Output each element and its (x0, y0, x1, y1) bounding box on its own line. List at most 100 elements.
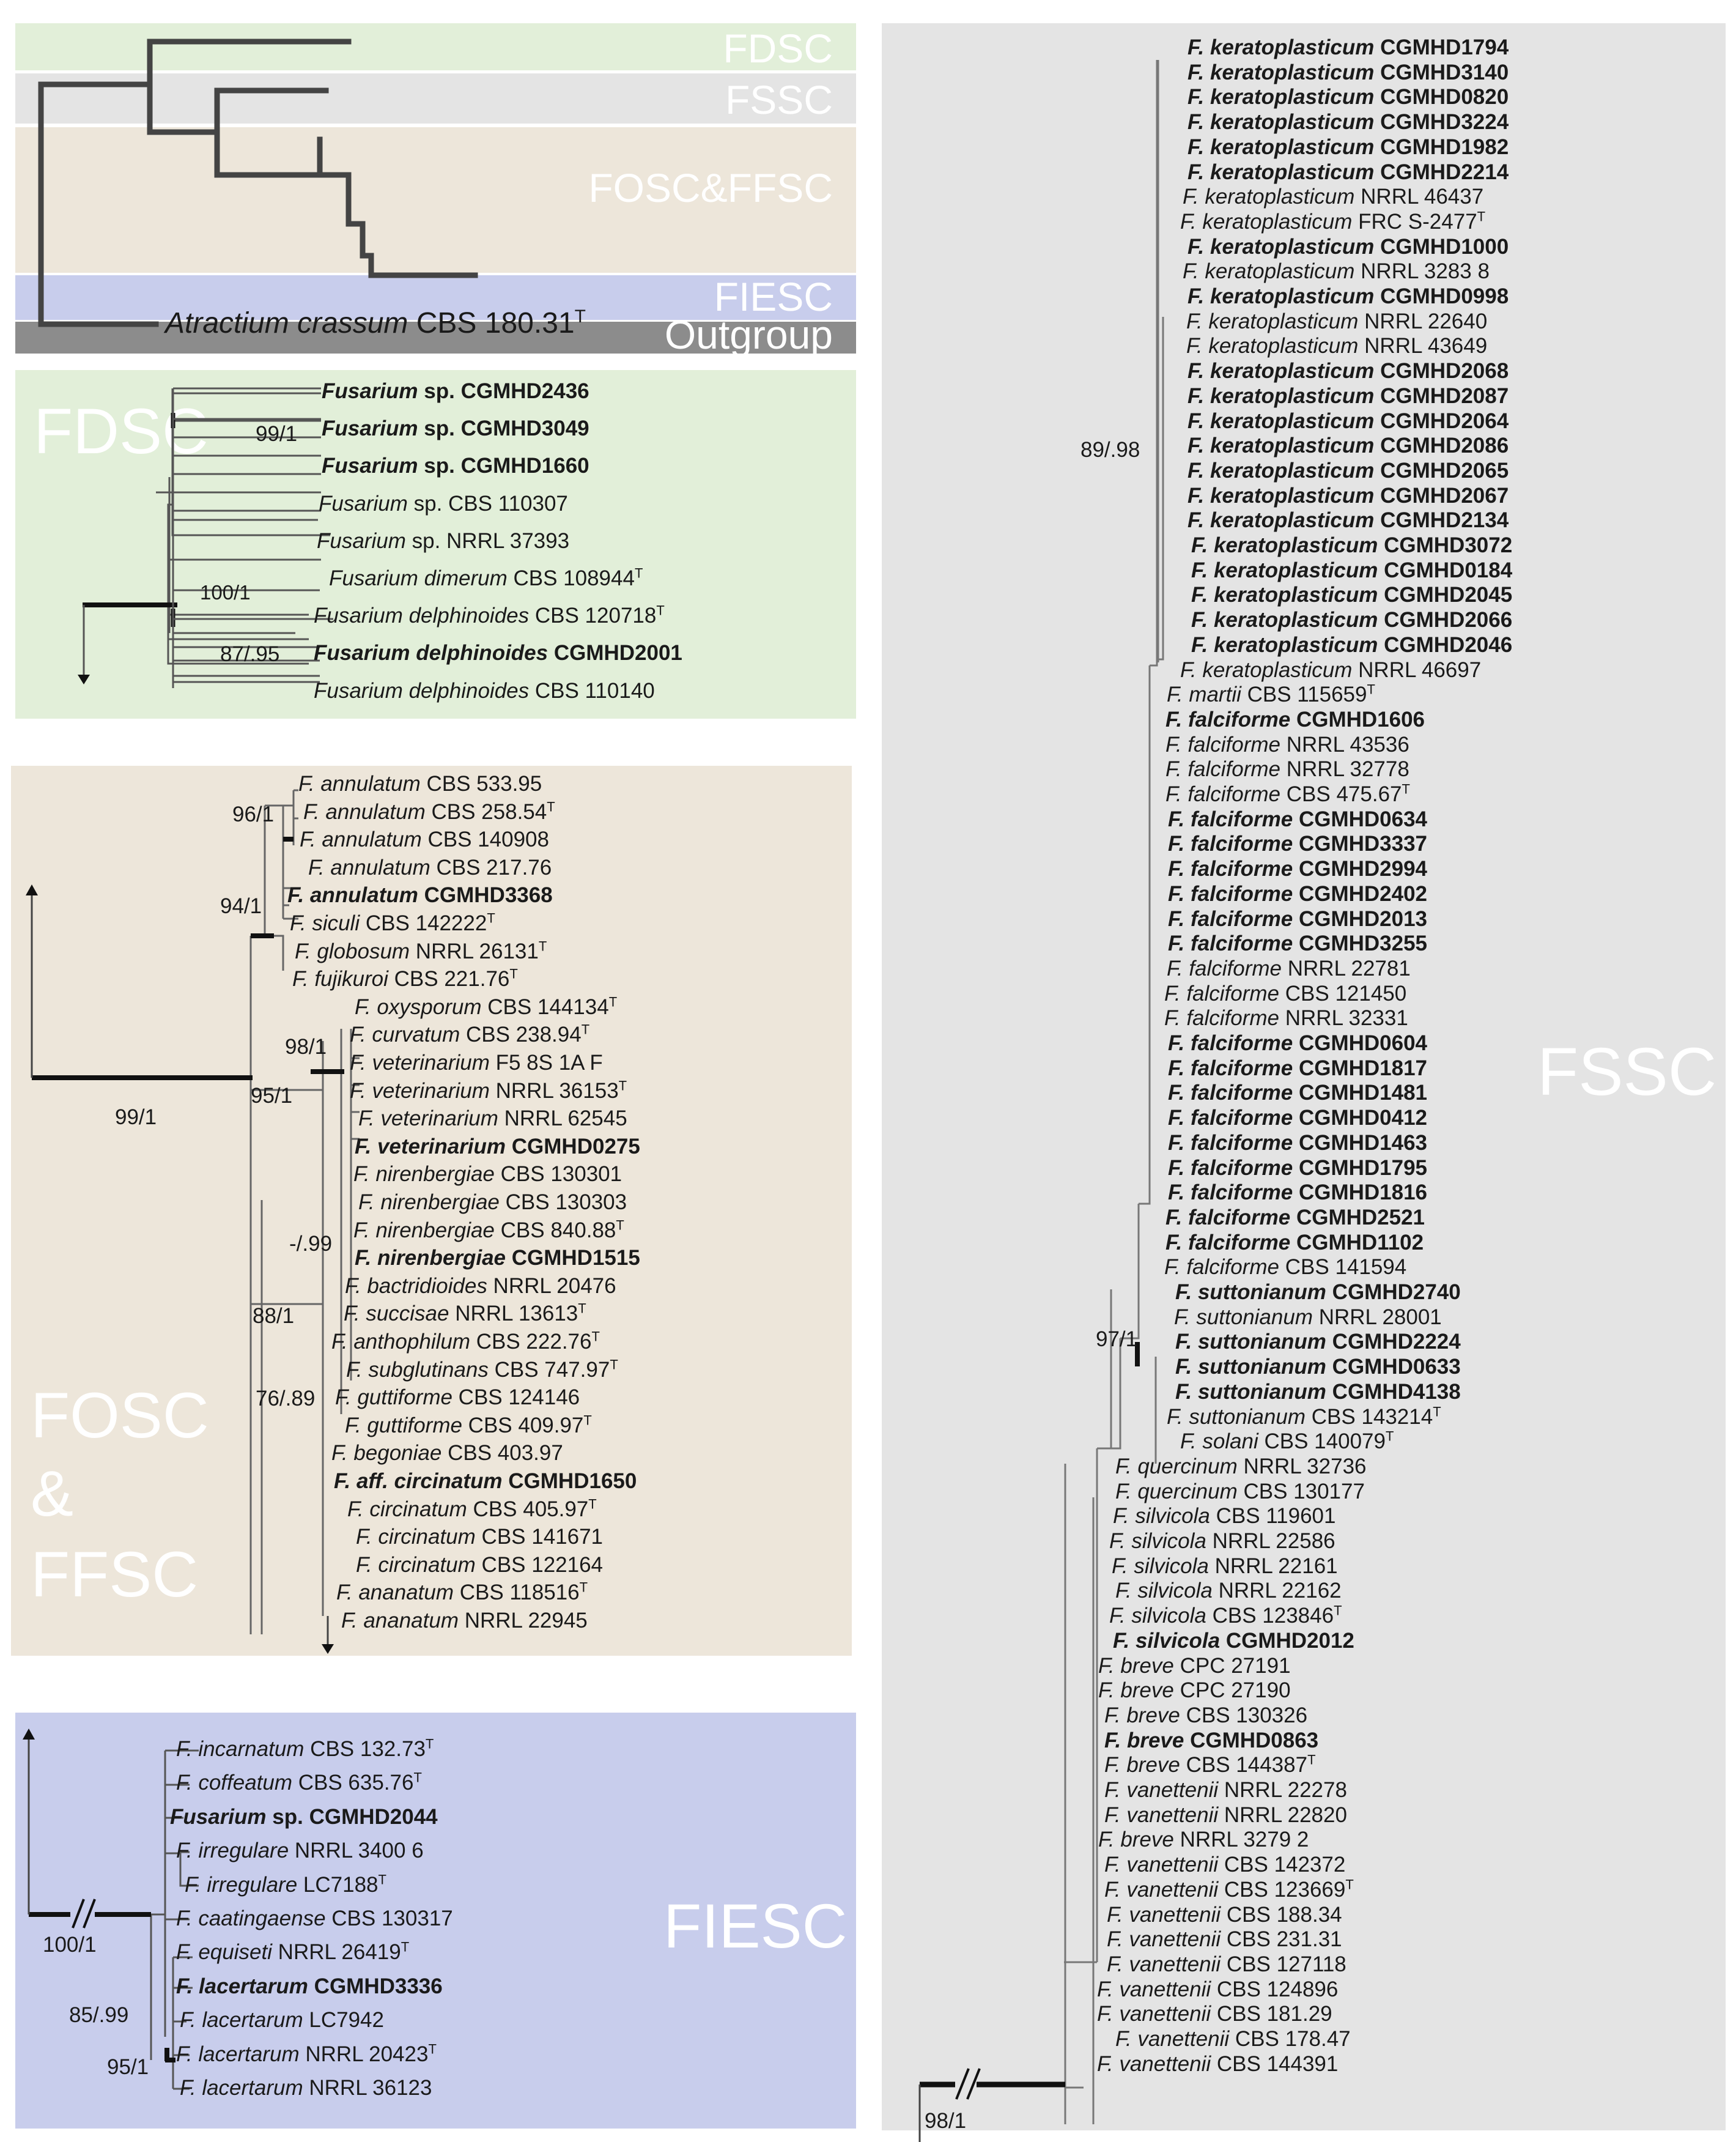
taxon-label: F. irregulare NRRL 3400 6 (176, 1839, 424, 1863)
taxon-label: Fusarium sp. CGMHD2044 (170, 1805, 438, 1829)
taxon-species: F. falciforme (1168, 807, 1293, 831)
taxon-species: F. guttiforme (335, 1385, 452, 1409)
taxon-species: F. equiseti (176, 1940, 272, 1964)
taxon-code: CGMHD3255 (1293, 932, 1428, 955)
taxon-code: CBS 533.95 (420, 772, 542, 796)
taxon-label: F. keratoplasticum CGMHD2064 (1187, 409, 1509, 434)
taxon-species: F. keratoplasticum (1187, 459, 1375, 483)
taxon-species: F. falciforme (1168, 832, 1293, 856)
taxon-label: F. suttonianum CGMHD4138 (1175, 1380, 1461, 1404)
taxon-label: Fusarium sp. CGMHD3049 (322, 417, 589, 441)
taxon-label: F. falciforme CGMHD1795 (1168, 1156, 1427, 1180)
overview-label-fdsc: FDSC (723, 26, 833, 71)
taxon-species: F. begoniae (331, 1441, 442, 1465)
taxon-code: CBS 143214 (1306, 1405, 1433, 1429)
taxon-species: F. bactridioides (345, 1274, 487, 1298)
taxon-label: F. falciforme NRRL 22781 (1167, 957, 1411, 981)
taxon-label: F. suttonianum NRRL 28001 (1174, 1305, 1442, 1330)
fosc-title-line-0: FOSC (31, 1380, 209, 1451)
taxon-code: CBS 144134 (481, 995, 609, 1019)
fiesc-support-0: 100/1 (43, 1933, 97, 1957)
taxon-label: F. vanettenii CBS 181.29 (1097, 2002, 1332, 2026)
taxon-code: CGMHD2012 (1220, 1629, 1354, 1653)
taxon-label: F. nirenbergiae CBS 840.88T (353, 1218, 624, 1243)
taxon-species: F. subglutinans (346, 1358, 489, 1382)
taxon-code: CBS 118516 (454, 1581, 580, 1604)
taxon-label: F. curvatum CBS 238.94T (350, 1023, 589, 1047)
taxon-code: CBS 130326 (1180, 1703, 1308, 1727)
type-marker: T (1433, 1404, 1441, 1420)
taxon-code: CGMHD0412 (1293, 1106, 1428, 1130)
taxon-species: F. vanettenii (1097, 2052, 1211, 2076)
taxon-label: F. keratoplasticum NRRL 3283 8 (1183, 259, 1490, 284)
taxon-species: F. keratoplasticum (1187, 508, 1375, 532)
overview-branch-fosc (214, 129, 323, 178)
taxon-label: F. vanettenii NRRL 22278 (1104, 1778, 1347, 1803)
taxon-label: F. subglutinans CBS 747.97T (346, 1358, 618, 1382)
taxon-label: F. keratoplasticum CGMHD0820 (1187, 85, 1509, 109)
taxon-species: F. falciforme (1168, 932, 1293, 955)
taxon-species: Fusarium delphinoides (314, 679, 530, 703)
taxon-label: F. vanettenii CBS 124896 (1097, 1977, 1338, 2002)
type-marker: T (583, 1412, 592, 1428)
truncation-arrow-up (26, 884, 38, 895)
taxon-code: CBS 144391 (1211, 2052, 1339, 2076)
taxon-species: F. ananatum (336, 1581, 454, 1604)
taxon-code: CGMHD2064 (1374, 409, 1509, 433)
taxon-code: NRRL 62545 (498, 1106, 627, 1130)
taxon-label: F. equiseti NRRL 26419T (176, 1940, 409, 1965)
taxon-code: CBS 142372 (1218, 1853, 1346, 1877)
taxon-code: sp. NRRL 37393 (405, 529, 570, 553)
taxon-code: NRRL 20476 (487, 1274, 616, 1298)
taxon-label: F. veterinarium NRRL 62545 (358, 1106, 627, 1131)
taxon-species: F. nirenbergiae (358, 1190, 500, 1214)
fdsc-title: FDSC (34, 396, 209, 467)
taxon-label: F. suttonianum CBS 143214T (1167, 1405, 1441, 1429)
taxon-label: Fusarium sp. CBS 110307 (319, 492, 568, 516)
fssc-title: FSSC (1537, 1034, 1717, 1110)
taxon-code: NRRL 3279 2 (1173, 1828, 1309, 1851)
taxon-code: CBS 115659 (1241, 683, 1367, 706)
taxon-species: F. siculi (290, 911, 360, 935)
fssc-panel: FSSC 89/.98 97/1 98/1 (882, 23, 1726, 2142)
taxon-code: CGMHD2046 (1378, 633, 1513, 657)
taxon-code: CBS 122164 (475, 1553, 604, 1577)
type-marker: T (616, 1217, 624, 1233)
taxon-code: CBS 110140 (529, 679, 655, 703)
taxon-label: F. falciforme NRRL 32331 (1164, 1006, 1408, 1031)
taxon-label: F. quercinum CBS 130177 (1115, 1480, 1365, 1504)
taxon-species: F. falciforme (1168, 1156, 1293, 1180)
truncation-arrow-down (78, 675, 90, 684)
taxon-label: F. silvicola NRRL 22161 (1112, 1554, 1338, 1579)
taxon-code: sp. CGMHD2436 (418, 379, 589, 403)
taxon-label: F. vanettenii CBS 188.34 (1107, 1903, 1342, 1927)
fiesc-support-1: 85/.99 (69, 2003, 129, 2027)
taxon-species: F. keratoplasticum (1183, 259, 1355, 283)
taxon-species: F. vanettenii (1107, 1952, 1221, 1976)
taxon-code: LC7942 (303, 2008, 384, 2032)
truncation-arrow-up (23, 1729, 35, 1740)
taxon-code: CBS 140908 (421, 828, 549, 851)
taxon-code: NRRL 32778 (1280, 757, 1409, 781)
type-marker: T (610, 1357, 618, 1373)
taxon-code: CBS 121450 (1279, 982, 1407, 1006)
taxon-code: CBS 140079 (1258, 1429, 1386, 1453)
type-marker: T (1402, 781, 1410, 797)
taxon-code: CBS 188.34 (1221, 1903, 1342, 1927)
taxon-label: F. lacertarum NRRL 20423T (176, 2042, 437, 2067)
taxon-label: F. keratoplasticum FRC S-2477T (1180, 210, 1485, 234)
fdsc-panel: FDSC (15, 370, 856, 719)
taxon-code: CGMHD2013 (1293, 907, 1428, 931)
taxon-species: Fusarium (317, 529, 406, 553)
taxon-species: F. falciforme (1165, 757, 1281, 781)
taxon-label: F. falciforme NRRL 43536 (1165, 733, 1409, 757)
taxon-species: F. circinatum (356, 1525, 476, 1549)
taxon-label: F. keratoplasticum CGMHD2067 (1187, 484, 1509, 508)
taxon-label: F. breve CBS 130326 (1104, 1703, 1307, 1728)
taxon-label: F. keratoplasticum CGMHD2134 (1187, 508, 1509, 533)
taxon-label: F. guttiforme CBS 124146 (335, 1385, 580, 1410)
taxon-label: F. falciforme CGMHD1606 (1165, 708, 1425, 732)
taxon-label: F. falciforme CBS 475.67T (1165, 782, 1410, 807)
taxon-code: CGMHD1102 (1290, 1231, 1424, 1254)
taxon-label: F. keratoplasticum NRRL 43649 (1186, 334, 1487, 358)
